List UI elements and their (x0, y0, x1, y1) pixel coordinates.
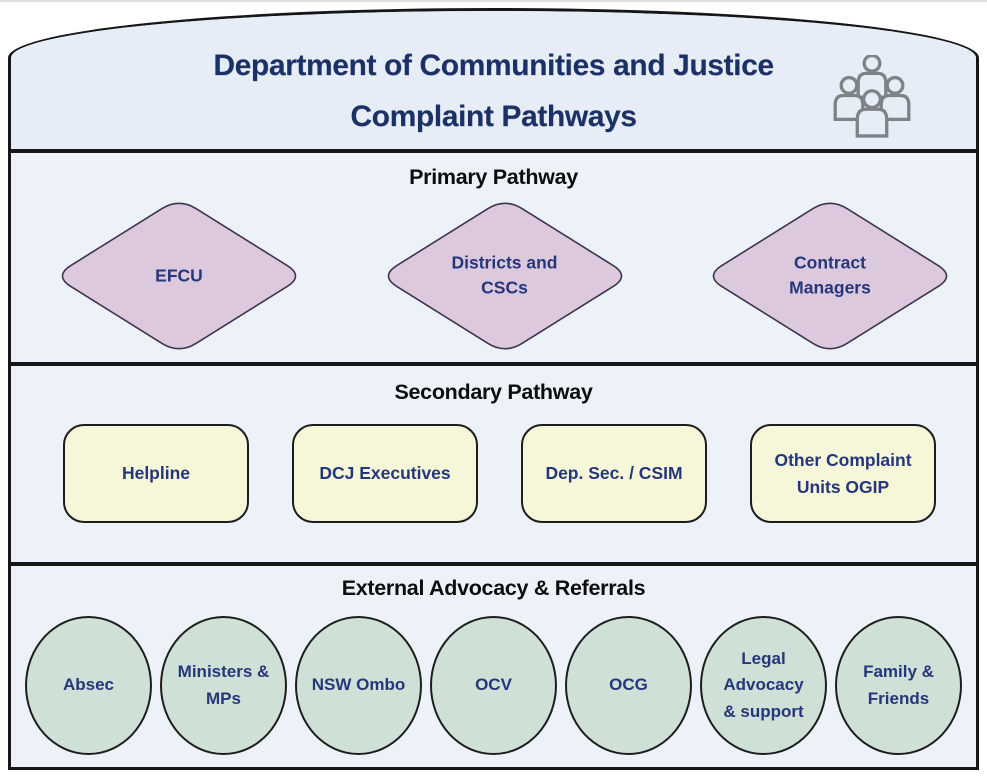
primary-pathway-heading: Primary Pathway (409, 165, 578, 189)
page-title-line-2: Complaint Pathways (350, 100, 637, 133)
diamond-node-districts-cscs: Districts and CSCs (377, 195, 633, 357)
people-group-icon (833, 55, 911, 138)
node-label: DCJ Executives (319, 463, 451, 484)
box-node-other-complaint-units: Other Complaint Units OGIP (750, 424, 936, 523)
node-label: Family & Friends (863, 662, 934, 708)
box-node-dep-sec-csim: Dep. Sec. / CSIM (521, 424, 707, 523)
primary-node-row: EFCU Districts and CSCs Contract Manager… (11, 189, 976, 357)
box-node-dcj-executives: DCJ Executives (292, 424, 478, 523)
diamond-node-efcu: EFCU (51, 195, 307, 357)
secondary-node-row: Helpline DCJ Executives Dep. Sec. / CSIM… (11, 404, 976, 523)
diamond-shape (61, 202, 297, 350)
node-label: NSW Ombo (311, 675, 406, 695)
node-label: OCV (475, 675, 512, 695)
figure-header: Department of Communities and Justice Co… (11, 11, 976, 149)
node-label: Ministers & MPs (177, 662, 270, 708)
external-node-row: Absec Ministers & MPs NSW Ombo OCV OCG L… (11, 600, 976, 755)
section-primary-pathway: Primary Pathway EFCU Districts and CSCs (11, 149, 976, 362)
window-top-edge (0, 0, 987, 2)
circle-node-absec: Absec (25, 616, 152, 755)
circle-node-ocv: OCV (430, 616, 557, 755)
diamond-shape (712, 202, 948, 350)
node-label: OCG (609, 675, 648, 695)
circle-node-family-friends: Family & Friends (835, 616, 962, 755)
node-label: Other Complaint Units OGIP (774, 450, 912, 497)
circle-node-nsw-ombo: NSW Ombo (295, 616, 422, 755)
circle-node-legal-advocacy: Legal Advocacy & support (700, 616, 827, 755)
diamond-node-contract-managers: Contract Managers (702, 195, 958, 357)
section-external-advocacy: External Advocacy & Referrals Absec Mini… (11, 562, 976, 755)
external-advocacy-heading: External Advocacy & Referrals (341, 576, 646, 600)
pathways-figure: Department of Communities and Justice Co… (8, 8, 979, 770)
circle-node-ministers-mps: Ministers & MPs (160, 616, 287, 755)
node-label: Legal Advocacy & support (723, 648, 804, 721)
node-label: Dep. Sec. / CSIM (545, 463, 683, 484)
secondary-pathway-heading: Secondary Pathway (394, 380, 593, 404)
node-label: Contract Managers (789, 252, 871, 298)
node-label: Districts and CSCs (451, 252, 558, 298)
node-label: Helpline (121, 463, 191, 484)
node-label: EFCU (155, 265, 203, 286)
section-secondary-pathway: Secondary Pathway Helpline DCJ Executive… (11, 362, 976, 562)
box-node-helpline: Helpline (63, 424, 249, 523)
circle-node-ocg: OCG (565, 616, 692, 755)
diamond-shape (387, 202, 622, 350)
page-title-line-1: Department of Communities and Justice (213, 49, 774, 82)
node-label: Absec (62, 675, 115, 695)
